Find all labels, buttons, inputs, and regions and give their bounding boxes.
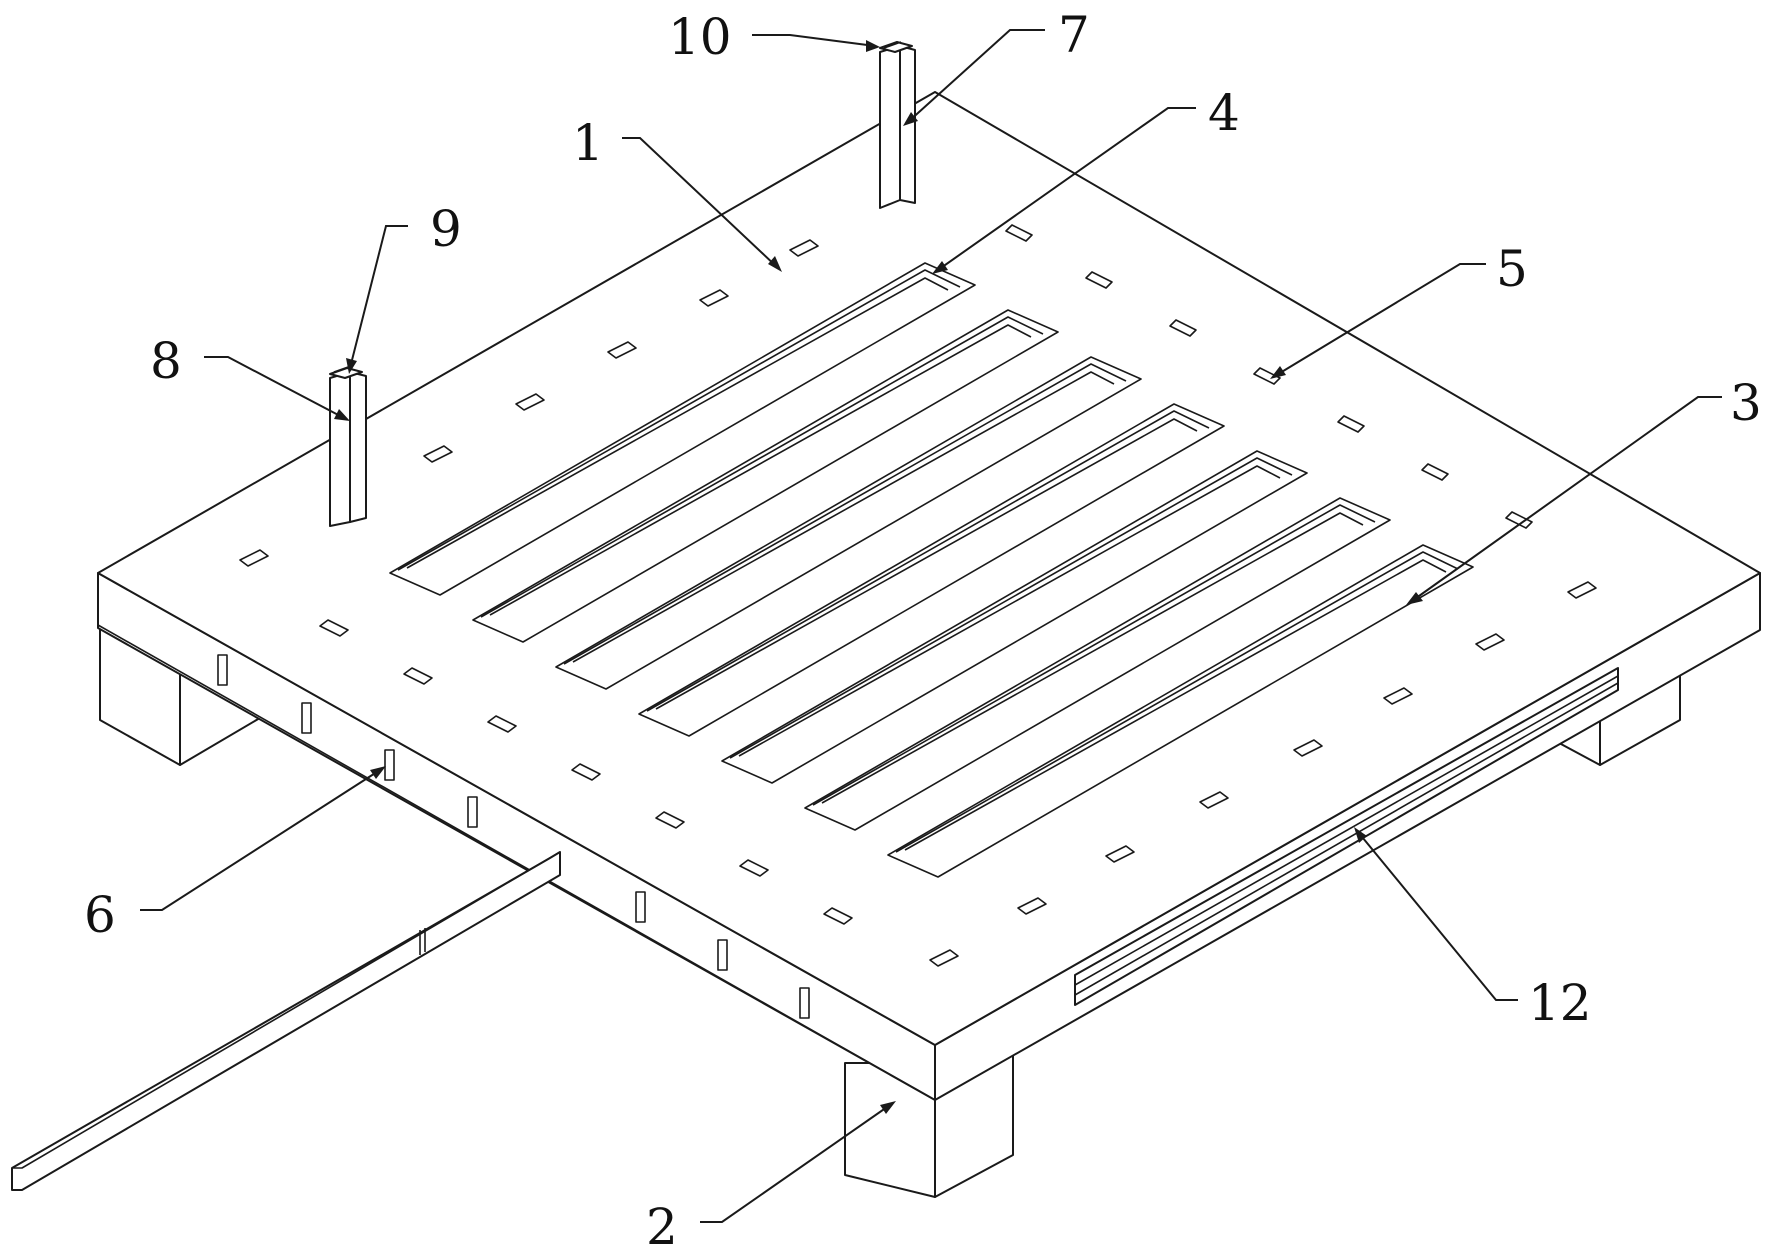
top-slots [239, 224, 1597, 967]
label-7: 7 [1058, 6, 1090, 64]
post-left [329, 365, 367, 527]
grooves [389, 262, 1474, 878]
label-1: 1 [572, 114, 604, 172]
label-5: 5 [1496, 240, 1528, 298]
label-8: 8 [150, 332, 182, 390]
leader-lines [140, 29, 1722, 1223]
reference-numerals: 10 7 1 4 9 8 5 3 6 12 2 [84, 6, 1762, 1255]
label-10: 10 [668, 8, 732, 66]
label-4: 4 [1208, 84, 1240, 142]
side-rail [1074, 667, 1619, 1006]
label-12: 12 [1528, 974, 1592, 1032]
label-3: 3 [1730, 374, 1762, 432]
label-6: 6 [84, 886, 116, 944]
post-back [879, 41, 916, 209]
sliding-rod [11, 851, 561, 1191]
side-slots [217, 654, 810, 1019]
label-2: 2 [646, 1198, 678, 1255]
label-9: 9 [430, 200, 462, 258]
